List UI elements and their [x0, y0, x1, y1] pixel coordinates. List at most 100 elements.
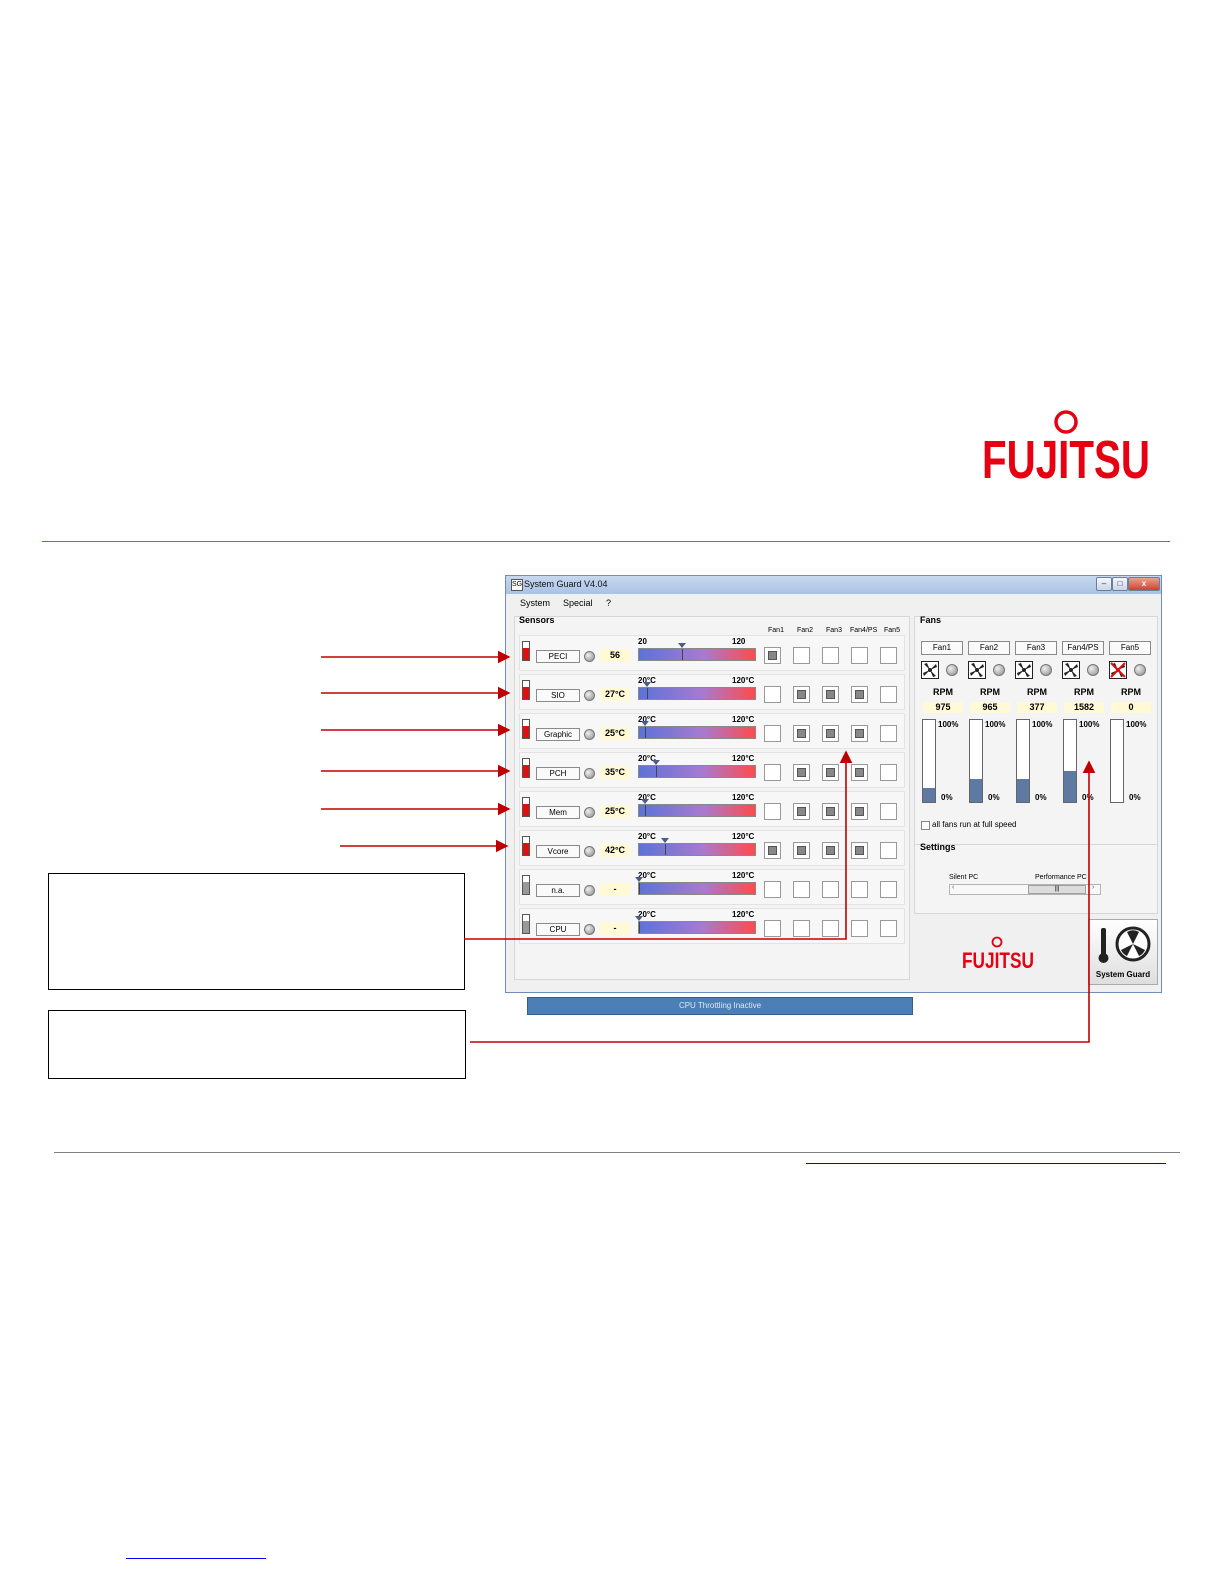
slider-thumb[interactable]: |||: [1028, 885, 1086, 894]
fan-assignment-checkbox[interactable]: [851, 920, 868, 937]
fan-assignment-checkbox[interactable]: [822, 920, 839, 937]
thermometer-fill: [523, 765, 529, 777]
fan-assignment-checkbox[interactable]: [822, 842, 839, 859]
fan-assignment-checkbox[interactable]: [880, 803, 897, 820]
footer-link-underline-left[interactable]: [126, 1558, 266, 1559]
menu-system[interactable]: System: [520, 598, 551, 608]
fan-assignment-checkbox[interactable]: [851, 803, 868, 820]
fan-assignment-checkbox[interactable]: [764, 920, 781, 937]
threshold-pointer[interactable]: [652, 760, 660, 765]
performance-slider[interactable]: ‹ ||| ›: [949, 884, 1101, 895]
sensor-status-led: [584, 885, 595, 896]
sensor-name-button[interactable]: CPU: [536, 923, 580, 936]
sensor-temperature-bar: [635, 877, 756, 895]
fan-assignment-checkbox[interactable]: [851, 764, 868, 781]
fan-assignment-checkbox[interactable]: [880, 842, 897, 859]
fan-assignment-checkbox[interactable]: [764, 686, 781, 703]
sensor-name-button[interactable]: PECI: [536, 650, 580, 663]
fan-assignment-checkbox[interactable]: [822, 725, 839, 742]
bar-current-tick: [665, 844, 666, 855]
sensor-min-label: 20°C: [638, 715, 656, 724]
fan-status-led: [946, 664, 958, 676]
sensor-status-led: [584, 768, 595, 779]
fan-assignment-checkbox[interactable]: [880, 920, 897, 937]
sensor-name-button[interactable]: Graphic: [536, 728, 580, 741]
slider-right-arrow-icon[interactable]: ›: [1092, 884, 1095, 891]
fan-name-button[interactable]: Fan1: [921, 641, 963, 655]
sensor-name-button[interactable]: SIO: [536, 689, 580, 702]
fan-assignment-checkbox[interactable]: [822, 764, 839, 781]
close-button[interactable]: x: [1128, 577, 1160, 591]
fan-assignment-checkbox[interactable]: [764, 764, 781, 781]
fan-assignment-checkbox[interactable]: [822, 686, 839, 703]
fan-assignment-checkbox[interactable]: [764, 842, 781, 859]
fan-assignment-checkbox[interactable]: [851, 881, 868, 898]
threshold-pointer[interactable]: [641, 721, 649, 726]
full-speed-checkbox[interactable]: [921, 821, 930, 830]
fan-status-led: [1040, 664, 1052, 676]
fan-speed-fill: [1017, 779, 1029, 802]
fan-assignment-checkbox[interactable]: [764, 647, 781, 664]
fan-speed-fill: [1064, 771, 1076, 802]
sensor-name-button[interactable]: PCH: [536, 767, 580, 780]
minimize-button[interactable]: –: [1096, 577, 1112, 591]
fan-assignment-checkbox[interactable]: [793, 764, 810, 781]
title-bar[interactable]: SG System Guard V4.04 – □ x: [506, 576, 1161, 594]
sensor-name-button[interactable]: n.a.: [536, 884, 580, 897]
fan-assignment-checkbox[interactable]: [851, 842, 868, 859]
fan-assignment-checkbox[interactable]: [880, 725, 897, 742]
fan-name-button[interactable]: Fan4/PS: [1062, 641, 1104, 655]
threshold-pointer[interactable]: [643, 682, 651, 687]
fan-assignment-checkbox[interactable]: [793, 803, 810, 820]
system-guard-tile[interactable]: System Guard: [1088, 919, 1158, 985]
bar-current-tick: [639, 883, 640, 894]
fan-rpm-label: RPM: [980, 687, 1000, 697]
fan-assignment-checkbox[interactable]: [880, 764, 897, 781]
threshold-pointer[interactable]: [641, 799, 649, 804]
fan-assignment-checkbox[interactable]: [793, 842, 810, 859]
sensors-title: Sensors: [519, 615, 555, 625]
fan-assignment-checkbox[interactable]: [793, 920, 810, 937]
fan-speed-gauge: [1110, 719, 1124, 803]
menu-special[interactable]: Special: [563, 598, 593, 608]
fan-assignment-checkbox[interactable]: [793, 686, 810, 703]
threshold-pointer[interactable]: [635, 916, 643, 921]
sensor-status-led: [584, 846, 595, 857]
fan-assignment-checkbox[interactable]: [851, 725, 868, 742]
fan-name-button[interactable]: Fan5: [1109, 641, 1151, 655]
fan-assignment-checkbox[interactable]: [822, 881, 839, 898]
sensor-name-button[interactable]: Vcore: [536, 845, 580, 858]
fan-assignment-checkbox[interactable]: [880, 881, 897, 898]
fan-assignment-checkbox[interactable]: [793, 881, 810, 898]
fan-assignment-checkbox[interactable]: [880, 647, 897, 664]
fan-name-button[interactable]: Fan2: [968, 641, 1010, 655]
thermometer-icon: [522, 680, 530, 700]
fan-assignment-checkbox[interactable]: [822, 803, 839, 820]
fan-icon: [968, 661, 986, 679]
sensor-value: 56: [600, 649, 630, 662]
sensor-name-button[interactable]: Mem: [536, 806, 580, 819]
fan-assignment-checkbox[interactable]: [851, 686, 868, 703]
fan-assignment-checkbox[interactable]: [764, 725, 781, 742]
sensor-max-label: 120: [732, 637, 746, 646]
threshold-pointer[interactable]: [678, 643, 686, 648]
menu-help[interactable]: ?: [606, 598, 612, 608]
fan-assignment-checkbox[interactable]: [793, 647, 810, 664]
fan-assignment-checkbox[interactable]: [764, 881, 781, 898]
fan-assignment-checkbox[interactable]: [793, 725, 810, 742]
fan-gauge-max-label: 100%: [938, 720, 959, 729]
footer-link-underline[interactable]: [806, 1163, 1166, 1164]
fan-assignment-checkbox[interactable]: [851, 647, 868, 664]
fan-rpm-label: RPM: [1027, 687, 1047, 697]
fan-name-button[interactable]: Fan3: [1015, 641, 1057, 655]
fan-assignment-checkbox[interactable]: [764, 803, 781, 820]
threshold-pointer[interactable]: [661, 838, 669, 843]
slider-left-arrow-icon[interactable]: ‹: [952, 884, 955, 891]
fan-header: Fan2: [797, 627, 813, 634]
threshold-pointer[interactable]: [635, 877, 643, 882]
fan-assignment-checkbox[interactable]: [822, 647, 839, 664]
maximize-button[interactable]: □: [1112, 577, 1128, 591]
fan-assignment-checkbox[interactable]: [880, 686, 897, 703]
